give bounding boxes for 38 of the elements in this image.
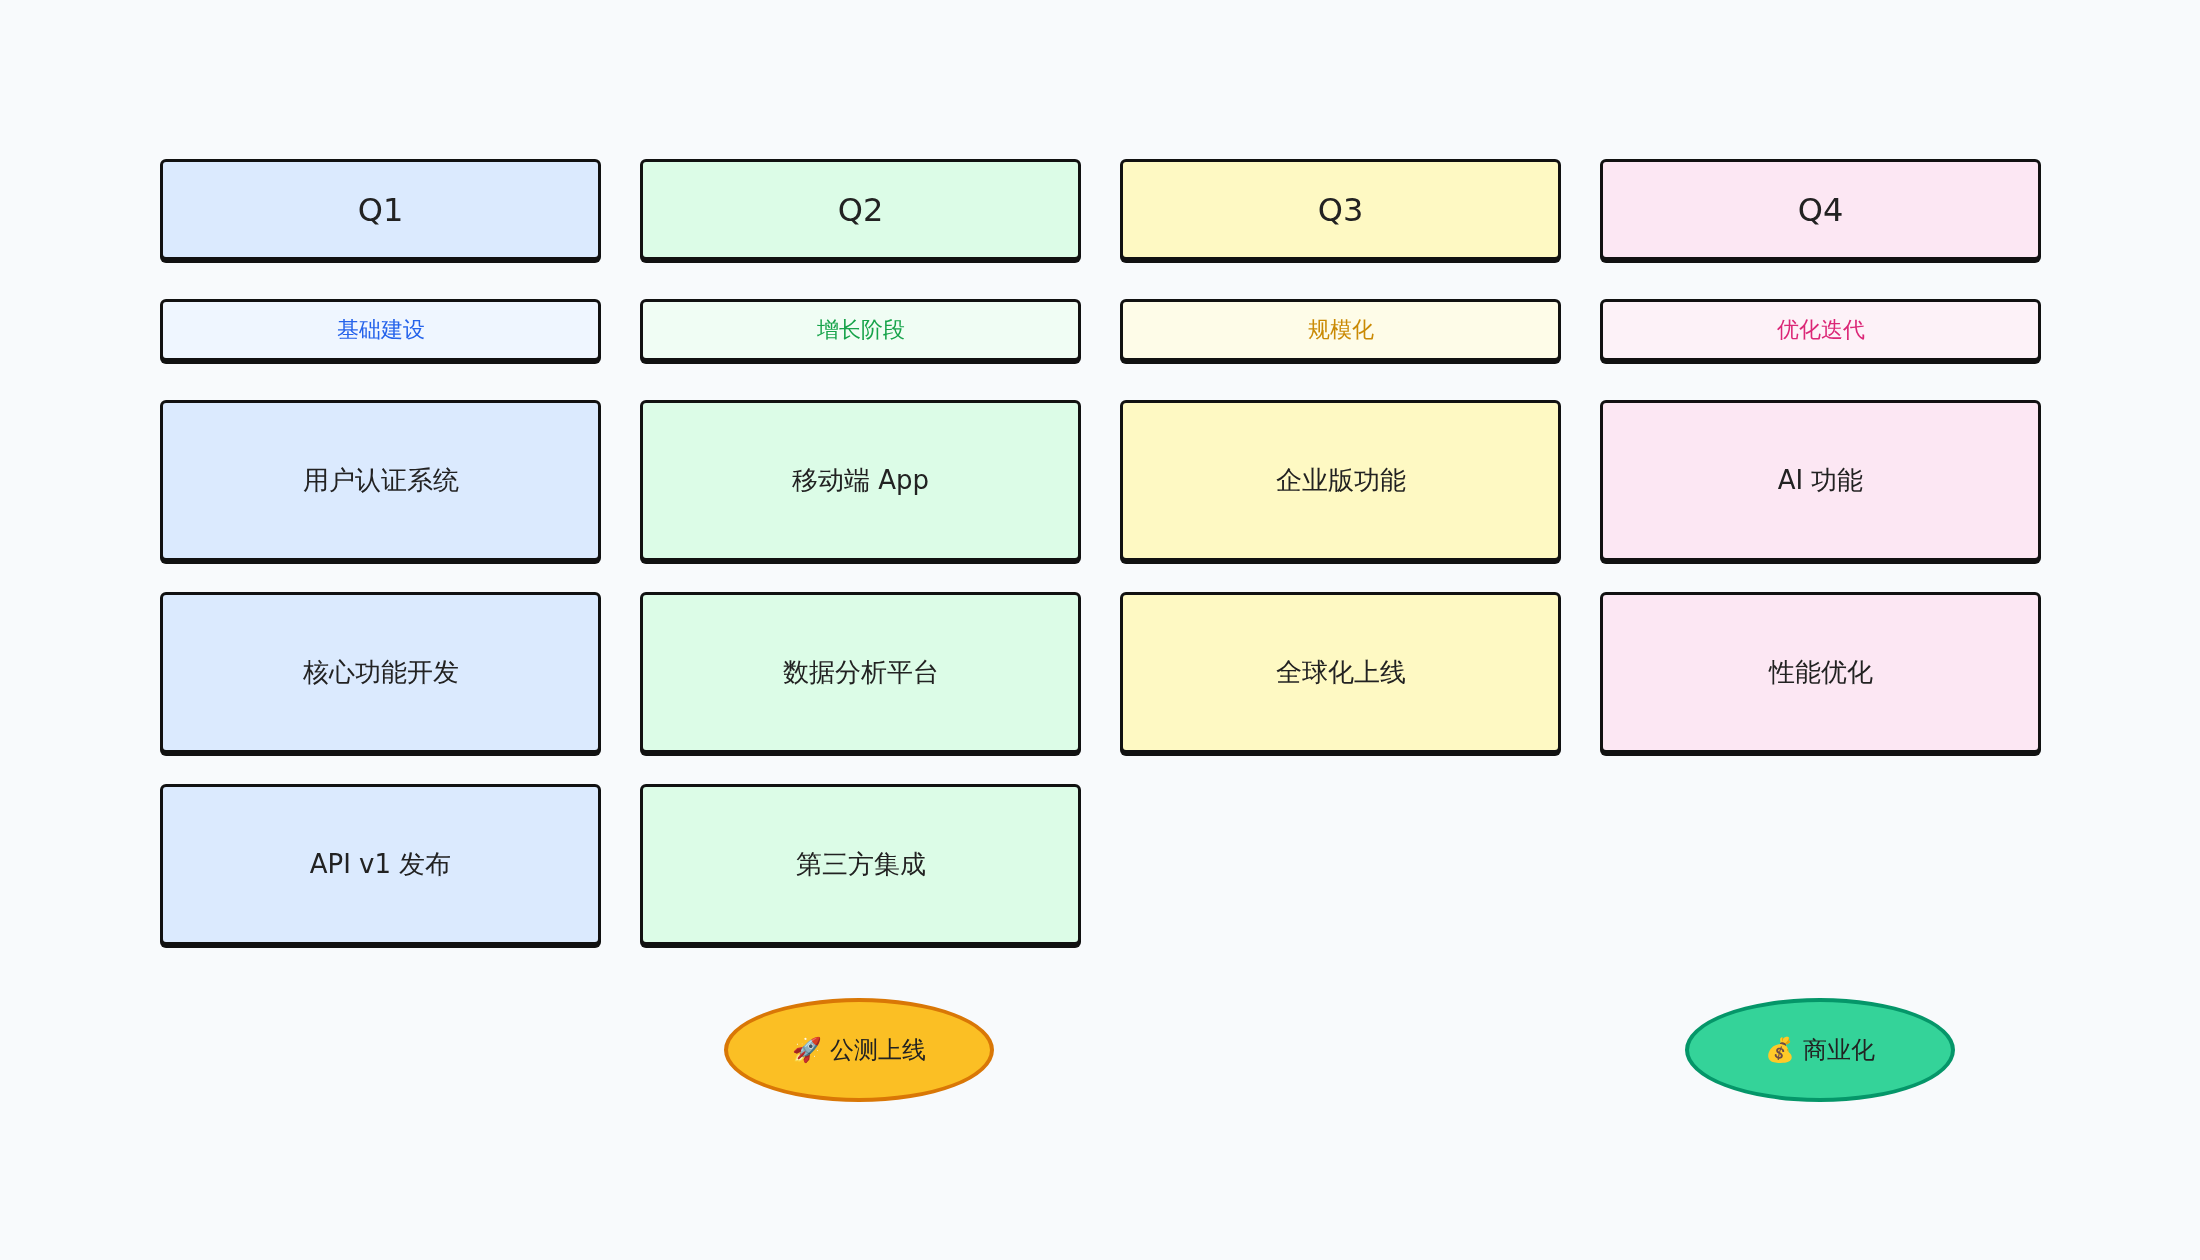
quarter-label: Q3 — [1317, 190, 1364, 229]
phase-label-box — [1600, 299, 2041, 361]
quarter-label: Q1 — [357, 190, 404, 229]
phase-label-box — [1120, 299, 1561, 361]
task-card — [1120, 592, 1561, 753]
phase-label: 基础建设 — [336, 316, 425, 344]
quarter-header-box — [160, 159, 601, 260]
task-label: API v1 发布 — [309, 848, 452, 881]
task-label: 移动端 App — [791, 464, 930, 497]
task-label: 第三方集成 — [795, 848, 926, 881]
task-label: 核心功能开发 — [302, 656, 459, 689]
phase-label: 优化迭代 — [1776, 316, 1865, 344]
task-card — [1600, 592, 2041, 753]
task-label: 全球化上线 — [1275, 656, 1406, 689]
phase-label-box — [640, 299, 1081, 361]
task-card — [1600, 400, 2041, 561]
task-card — [1120, 400, 1561, 561]
phase-label: 规模化 — [1307, 316, 1374, 344]
task-card — [160, 592, 601, 753]
quarter-label: Q4 — [1797, 190, 1844, 229]
milestone-label: 🚀 公测上线 — [792, 1035, 926, 1066]
task-card — [640, 784, 1081, 945]
task-label: AI 功能 — [1777, 464, 1864, 497]
phase-label-box — [160, 299, 601, 361]
quarter-header-box — [1120, 159, 1561, 260]
task-label: 企业版功能 — [1275, 464, 1406, 497]
quarter-header-box — [1600, 159, 2041, 260]
task-label: 性能优化 — [1768, 656, 1873, 689]
task-card — [640, 400, 1081, 561]
task-card — [160, 400, 601, 561]
quarter-label: Q2 — [837, 190, 884, 229]
task-card — [640, 592, 1081, 753]
milestone-label: 💰 商业化 — [1765, 1035, 1875, 1066]
task-card — [160, 784, 601, 945]
task-label: 用户认证系统 — [302, 464, 459, 497]
phase-label: 增长阶段 — [816, 316, 905, 344]
quarter-header-box — [640, 159, 1081, 260]
task-label: 数据分析平台 — [782, 656, 939, 689]
